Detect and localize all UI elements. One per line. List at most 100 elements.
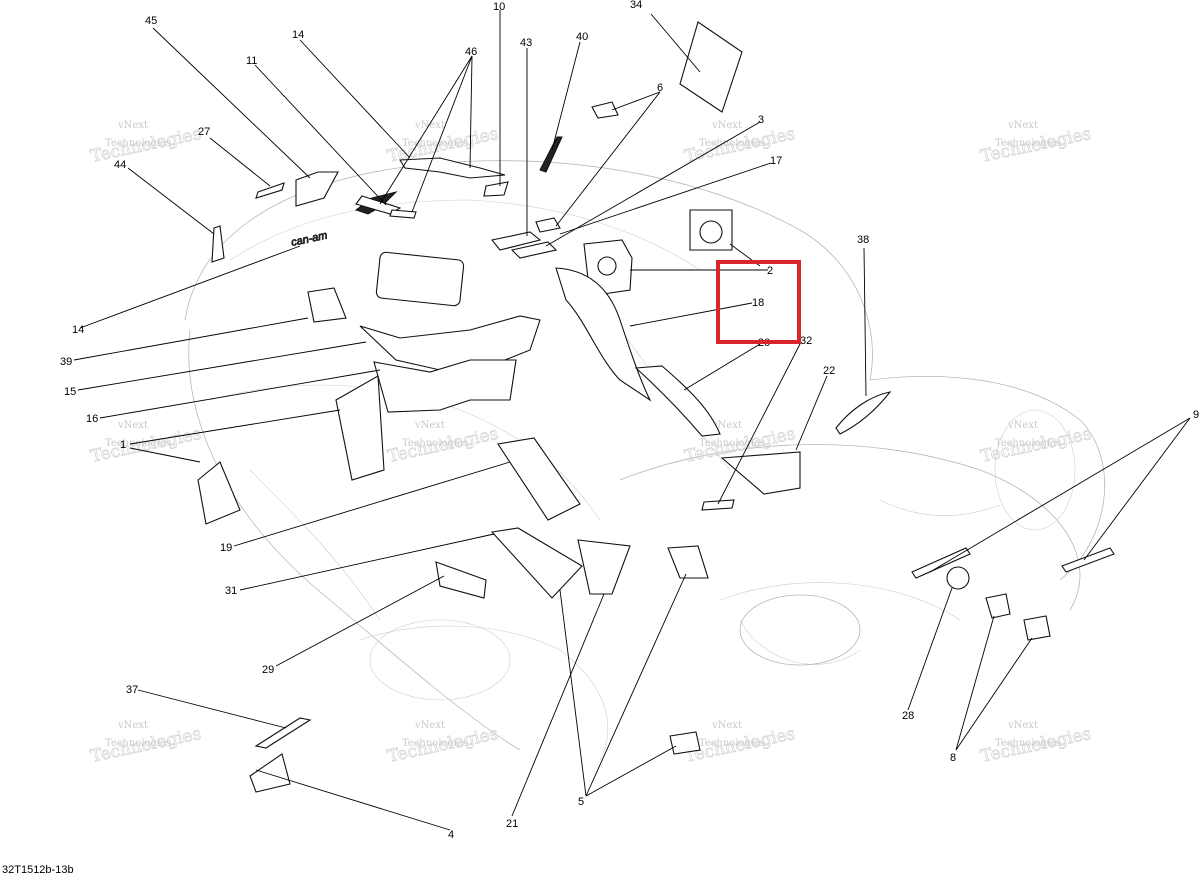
svg-text:Technologies: Technologies <box>699 738 765 749</box>
callout-32: 32 <box>800 335 812 347</box>
part-31-panel <box>490 527 583 599</box>
decal-parts: can-am <box>197 21 1115 793</box>
callout-37: 37 <box>126 684 138 696</box>
part-45-side-panel <box>295 171 339 207</box>
callout-1: 1 <box>120 439 126 451</box>
part-40-strip <box>539 136 563 173</box>
part-29-label <box>435 561 487 599</box>
callout-40: 40 <box>576 31 588 43</box>
svg-text:vNext: vNext <box>414 120 445 131</box>
callout-16: 16 <box>86 413 98 425</box>
part-9-right-strip-a <box>911 547 971 579</box>
watermark-bl: vNext Technologies Technologies <box>89 720 204 767</box>
part-39-label <box>307 287 347 323</box>
highlight-box <box>716 260 801 344</box>
part-2-round-label-circle <box>597 256 617 276</box>
part-16-x-panel <box>373 359 517 413</box>
svg-text:vNext: vNext <box>117 720 148 731</box>
part-18-side-panel <box>555 267 652 402</box>
svg-text:Technologies: Technologies <box>995 438 1061 449</box>
vehicle-ghost-outline <box>184 160 1106 761</box>
watermarks: vNext Technologies Technologies vNext Te… <box>89 120 1094 767</box>
svg-text:Technologies: Technologies <box>105 438 171 449</box>
callout-34: 34 <box>630 0 642 11</box>
svg-text:vNext: vNext <box>414 720 445 731</box>
svg-text:Technologies: Technologies <box>105 138 171 149</box>
part-27-small-tab <box>255 182 285 199</box>
callout-11: 11 <box>246 55 257 67</box>
callout-18: 18 <box>752 297 764 309</box>
svg-text:vNext: vNext <box>117 420 148 431</box>
part-14-top-stripe <box>399 157 506 179</box>
callout-labels: 45 11 14 10 46 43 40 34 6 3 17 27 44 2 1… <box>60 0 1199 841</box>
callout-4: 4 <box>448 829 454 841</box>
part-8-clip-b <box>1023 615 1051 641</box>
watermark-tl: vNext Technologies Technologies <box>89 120 204 167</box>
part-22-panel <box>720 451 801 495</box>
callout-43: 43 <box>520 37 532 49</box>
part-28-round-badge <box>946 566 970 590</box>
callout-19: 19 <box>220 542 232 554</box>
can-am-logo-ghost: can-am <box>290 230 328 249</box>
part-44-tab <box>211 225 225 263</box>
part-8-clip-a <box>985 593 1011 619</box>
part-46-label <box>389 209 417 219</box>
part-10-tag <box>483 181 509 197</box>
svg-text:Technologies: Technologies <box>995 138 1061 149</box>
callout-39: 39 <box>60 356 72 368</box>
callout-45: 45 <box>145 15 157 27</box>
watermark-ml: vNext Technologies Technologies <box>89 420 204 467</box>
callout-3: 3 <box>758 114 764 126</box>
part-9-right-strip-b <box>1061 547 1115 573</box>
part-20-lower-stripe <box>634 365 721 437</box>
callout-15: 15 <box>64 386 76 398</box>
svg-text:Technologies: Technologies <box>402 438 468 449</box>
callout-17: 17 <box>770 155 782 167</box>
svg-text:vNext: vNext <box>711 120 742 131</box>
leader-lines <box>73 10 1191 831</box>
part-32-strip <box>701 499 735 511</box>
callout-46: 46 <box>465 46 477 58</box>
part-11-x-logo-outline <box>355 195 402 215</box>
watermark-mr2: vNext Technologies Technologies <box>979 420 1094 467</box>
part-17-age-circle <box>699 220 723 244</box>
part-6-small-decal <box>591 101 619 119</box>
callout-10: 10 <box>493 1 505 13</box>
figure-code: 32T1512b-13b <box>2 864 74 876</box>
watermark-br1: vNext Technologies Technologies <box>683 720 798 767</box>
svg-text:Technologies: Technologies <box>105 738 171 749</box>
part-3-tag <box>535 217 561 233</box>
part-15-renegade-panel <box>359 315 541 371</box>
callout-31: 31 <box>225 585 237 597</box>
callout-14-top: 14 <box>292 29 304 41</box>
callout-8: 8 <box>950 752 956 764</box>
watermark-tr2: vNext Technologies Technologies <box>979 120 1094 167</box>
part-5-label <box>667 545 709 579</box>
svg-text:Technologies: Technologies <box>402 738 468 749</box>
part-38-curve <box>835 391 892 435</box>
watermark-bc: vNext Technologies Technologies <box>386 720 501 767</box>
svg-text:Technologies: Technologies <box>699 438 765 449</box>
part-39-rect-ghost <box>375 251 465 307</box>
part-5-lower-label <box>669 731 701 755</box>
callout-29: 29 <box>262 664 274 676</box>
watermark-br2: vNext Technologies Technologies <box>979 720 1094 767</box>
callout-5: 5 <box>578 796 584 808</box>
part-4-panel <box>249 753 291 793</box>
watermark-mc: vNext Technologies Technologies <box>386 420 501 467</box>
callout-38: 38 <box>857 234 869 246</box>
callout-6: 6 <box>657 82 663 94</box>
callout-28: 28 <box>902 710 914 722</box>
svg-text:vNext: vNext <box>1007 420 1038 431</box>
callout-22: 22 <box>823 365 835 377</box>
callout-21: 21 <box>506 818 518 830</box>
part-19-xmr-panel <box>497 437 581 521</box>
svg-text:Technologies: Technologies <box>995 738 1061 749</box>
part-9-left-panel <box>197 461 241 525</box>
part-34-warning-label <box>679 21 743 113</box>
part-37-stripe <box>254 717 312 749</box>
callout-27: 27 <box>198 126 210 138</box>
callout-44: 44 <box>114 159 126 171</box>
svg-text:vNext: vNext <box>1007 720 1038 731</box>
